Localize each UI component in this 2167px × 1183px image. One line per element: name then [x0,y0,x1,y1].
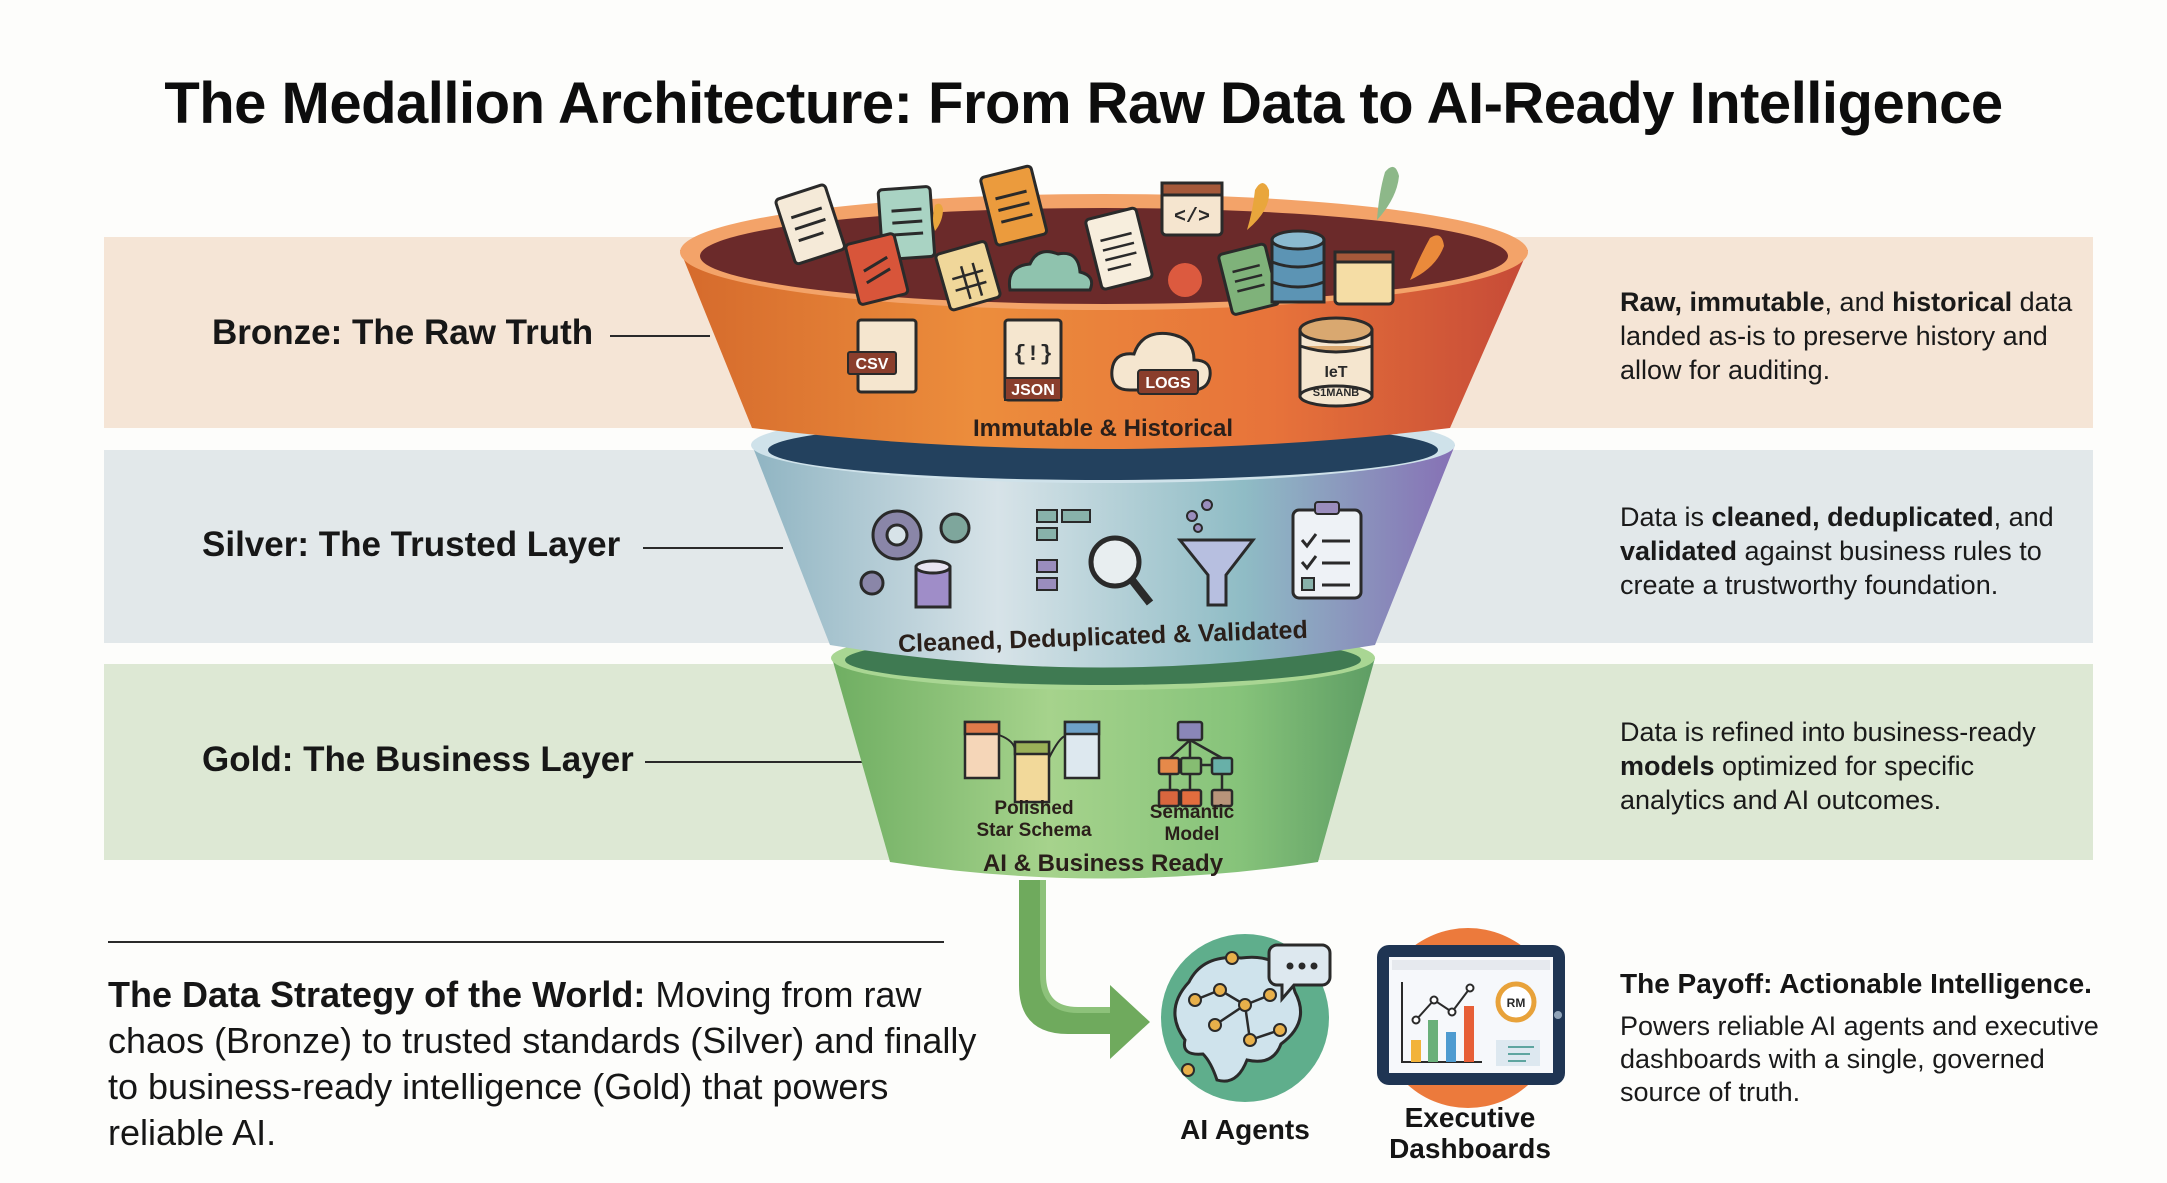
svg-text:S1MANB: S1MANB [1313,387,1360,399]
star-schema-label-line2: Star Schema [976,820,1092,841]
svg-text:LOGS: LOGS [1145,375,1191,392]
cloud-icon [1007,250,1094,292]
red-document-icon [844,232,910,306]
csv-file-icon: CSV [847,318,918,394]
document-icon [774,183,846,266]
bronze-layer-label: Bronze: The Raw Truth [212,313,594,352]
yellow-folder-icon [1333,250,1395,306]
svg-text:{!}: {!} [1013,342,1053,367]
logs-cloud-icon: LOGS [1110,331,1212,395]
code-folder-icon: </> [1160,181,1224,237]
droplet-icon [1410,235,1444,280]
strategy-body: Moving from raw chaos (Bronze) to truste… [108,974,977,1153]
description-emphasis: historical [1892,287,2013,317]
description-emphasis: validated [1620,536,1738,566]
page-title: The Medallion Architecture: From Raw Dat… [164,71,2003,136]
iot-stream-database-icon: IeT S1MANB [1298,316,1374,408]
droplet-icon [1247,183,1270,230]
gold-leader-line [645,761,870,763]
red-dot-icon [1168,263,1202,297]
svg-text:CSV: CSV [856,356,889,373]
executive-dashboards-label-line2: Dashboards [1389,1133,1551,1164]
star-schema-label-line1: Polished [994,798,1073,819]
gold-funnel-caption: AI & Business Ready [983,850,1224,877]
gold-description: Data is refined into business-ready mode… [1620,715,2080,817]
description-text: Data is refined into business-ready [1620,717,2036,747]
filter-funnel-icon [1176,499,1257,607]
json-file-icon: {!} JSON [1003,318,1063,402]
strategy-divider [108,941,944,943]
gold-layer-label: Gold: The Business Layer [202,740,634,779]
orange-document-icon [979,164,1049,247]
bronze-leader-line [610,335,710,337]
description-text: , and [1993,502,2054,532]
description-text: , and [1824,287,1893,317]
silver-leader-line [643,547,783,549]
payoff-title: The Payoff: Actionable Intelligence. [1620,968,2092,999]
droplet-icon [1377,166,1399,220]
svg-text:JSON: JSON [1011,382,1055,399]
description-text: optimized for specific analytics and AI … [1620,751,1975,815]
checklist-clipboard-icon [1291,501,1363,600]
description-text: data landed as-is to preserve history an… [1620,287,2073,385]
droplet-icon [933,203,943,231]
semantic-model-icon [1157,720,1234,808]
svg-text:IeT: IeT [1324,364,1347,381]
ai-agents-brain-icon [1161,934,1332,1102]
semantic-model-label-line1: Semantic [1150,802,1235,823]
semantic-model-label-line2: Model [1165,824,1220,845]
flow-arrow [1019,880,1150,1059]
table-magnifier-icon [1036,509,1154,606]
strategy-lead: The Data Strategy of the World: [108,974,646,1015]
payoff-body: Powers reliable AI agents and executive … [1620,1011,2099,1107]
description-emphasis: Raw, immutable [1620,287,1825,317]
description-text: Data is [1620,502,1712,532]
description-emphasis: cleaned, deduplicated [1711,502,1994,532]
bronze-description: Raw, immutable, and historical data land… [1620,285,2080,387]
ai-agents-label: AI Agents [1180,1114,1310,1145]
spreadsheet-icon [934,240,1002,312]
svg-text:</>: </> [1174,206,1210,229]
star-schema-icon [963,720,1101,804]
description-text: against business rules to create a trust… [1620,536,2042,600]
executive-dashboards-label: Executive Dashboards [1370,1102,1570,1164]
executive-dashboard-icon: RM [1377,928,1565,1108]
bronze-funnel-caption: Immutable & Historical [973,415,1233,442]
svg-text:RM: RM [1507,996,1526,1010]
text-document-icon [1084,206,1154,291]
executive-dashboards-label-line1: Executive [1404,1102,1536,1133]
strategy-statement: The Data Strategy of the World: Moving f… [108,972,978,1156]
silver-layer-label: Silver: The Trusted Layer [202,525,621,564]
raw-data-items: </> [774,164,1444,316]
description-emphasis: models [1620,751,1715,781]
database-icon [1270,229,1326,304]
gears-database-icon [859,509,971,609]
silver-description: Data is cleaned, deduplicated, and valid… [1620,500,2080,602]
